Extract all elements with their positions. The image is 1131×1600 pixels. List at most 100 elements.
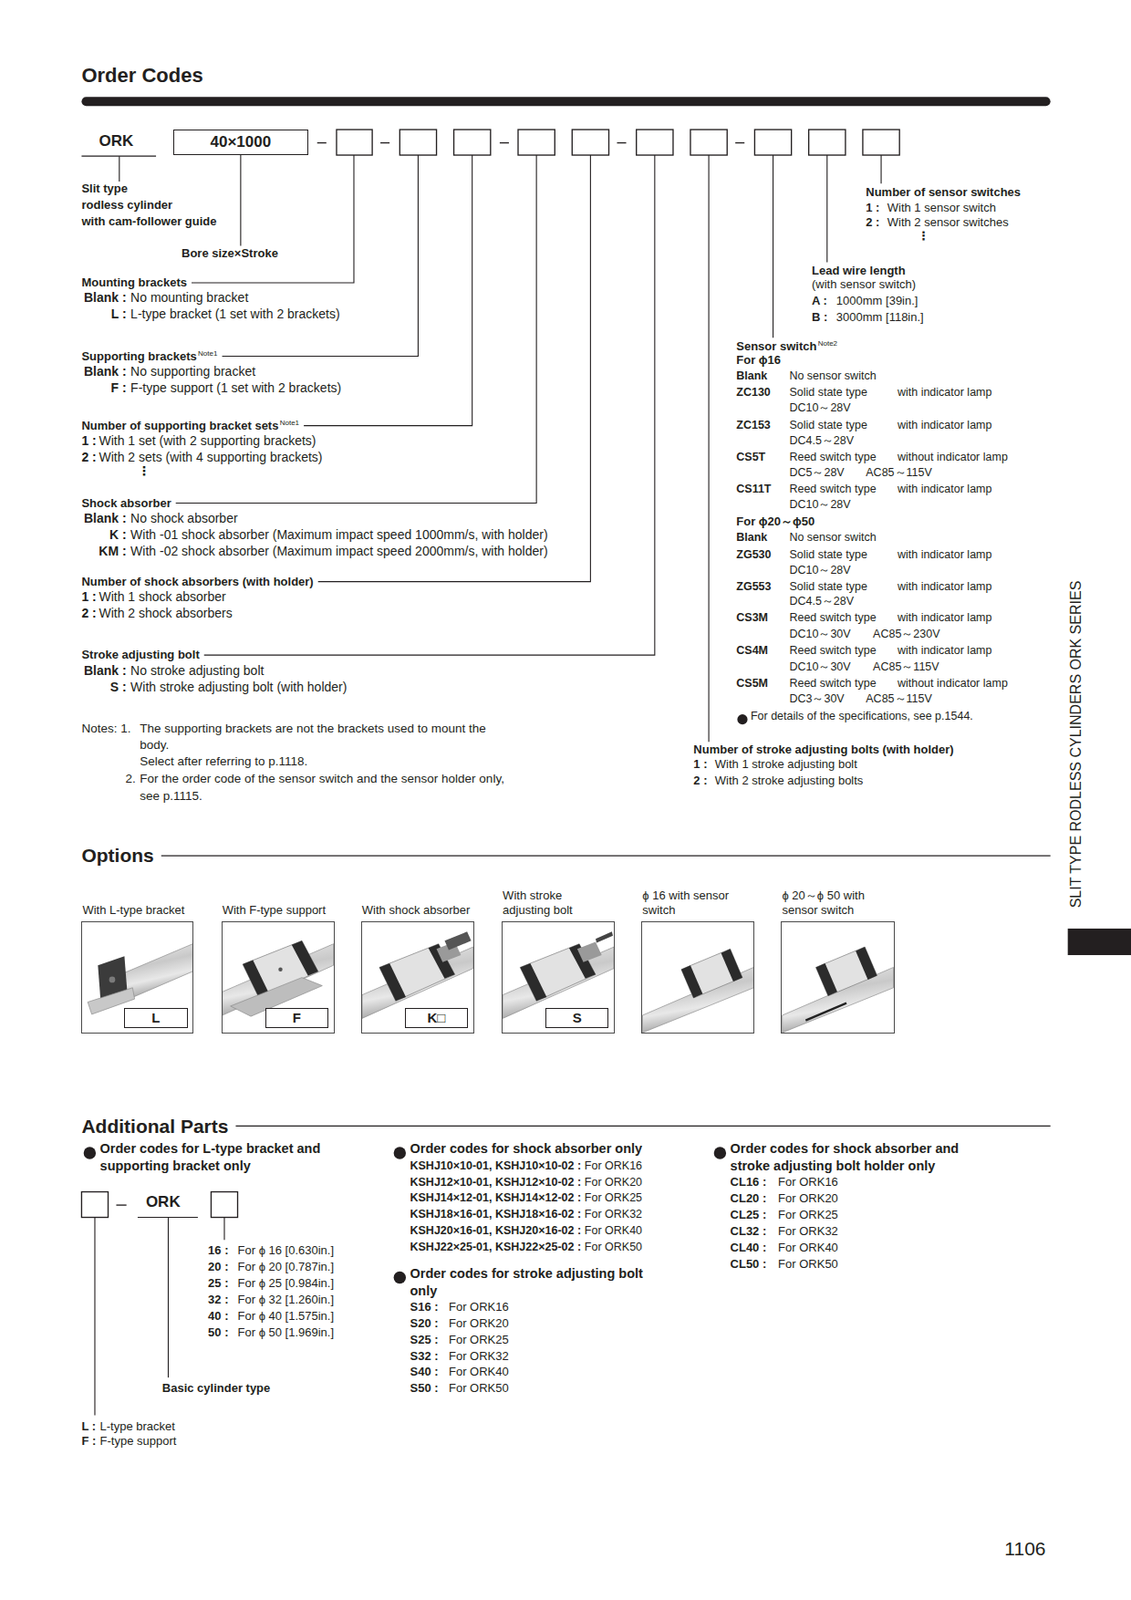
text-row: S50 :For ORK50 xyxy=(409,1380,509,1396)
description-text: Solid state type xyxy=(788,418,898,433)
description-text: body. xyxy=(139,737,169,753)
description-text: DC10～28V xyxy=(788,563,851,578)
text-row: CS4MReed switch typewith indicator lamp xyxy=(736,643,992,658)
description-text: No shock absorber xyxy=(130,510,239,527)
text-row: KM :With -02 shock absorber (Maximum imp… xyxy=(81,543,548,560)
description-text: 3000mm [118in.] xyxy=(836,310,924,325)
text-row: L :L-type bracket (1 set with 2 brackets… xyxy=(81,306,340,322)
product-photo xyxy=(87,931,893,1033)
text-row: For ϕ20～ϕ50 xyxy=(736,514,815,530)
code-dash xyxy=(380,142,390,144)
order-code-box xyxy=(690,129,727,156)
code-label: Number of shock absorbers (with holder) xyxy=(81,574,313,590)
text-row: S20 :For ORK20 xyxy=(409,1316,509,1331)
description-text: For ϕ 50 [1.969in.] xyxy=(238,1325,335,1340)
text-row: ORK xyxy=(145,1193,181,1212)
text-row: A :1000mm [39in.] xyxy=(811,293,918,309)
code-label: Order codes for shock absorber only xyxy=(409,1141,643,1157)
description-text: For ORK20 xyxy=(778,1191,839,1206)
code-label: Order codes for stroke adjusting bolt xyxy=(409,1265,643,1282)
leader-line xyxy=(826,155,828,262)
order-code-box xyxy=(754,129,791,156)
code-label: S32 : xyxy=(409,1348,448,1364)
code-label: S25 : xyxy=(409,1332,448,1348)
text-row: KSHJ18×16-01, KSHJ18×16-02 :For ORK32 xyxy=(409,1207,643,1222)
text-row: Order codes for shock absorber and xyxy=(730,1141,960,1157)
description-text: For ORK20 xyxy=(584,1175,643,1190)
text-row: 25 :For ϕ 25 [0.984in.] xyxy=(207,1276,334,1291)
code-label: 2 : xyxy=(865,215,887,230)
text-row: Stroke adjusting bolt xyxy=(81,647,199,663)
code-label: 2 : xyxy=(81,449,99,466)
description-text: AC85～230V xyxy=(872,627,940,642)
product-photo xyxy=(445,931,472,950)
option-photo-frame: With stroke adjusting boltS xyxy=(501,921,615,1034)
text-row: KSHJ14×12-01, KSHJ14×12-02 :For ORK25 xyxy=(409,1191,643,1205)
product-photo xyxy=(855,946,877,980)
text-row: Bore size×Stroke xyxy=(181,246,279,261)
text-row: For details of the specifications, see p… xyxy=(750,709,974,724)
text-row: DC10～30VAC85～230V xyxy=(788,627,940,642)
leader-line xyxy=(708,155,710,742)
description-text: For ORK50 xyxy=(778,1256,839,1272)
description-text: F-type support xyxy=(100,1433,177,1449)
description-text: With 1 stroke adjusting bolt xyxy=(715,757,858,772)
description-text: The supporting brackets are not the brac… xyxy=(139,721,487,737)
order-code-box xyxy=(809,129,846,156)
description-text: with indicator lamp xyxy=(897,385,993,400)
text-row: supporting bracket only xyxy=(100,1158,251,1174)
code-label: KSHJ14×12-01, KSHJ14×12-02 : xyxy=(409,1191,582,1205)
text-row: K :With -01 shock absorber (Maximum impa… xyxy=(81,527,548,543)
text-row: Number of supporting bracket setsNote1 xyxy=(81,418,300,434)
text-row: L :L-type bracket xyxy=(81,1419,176,1434)
option-code-tag: L xyxy=(124,1007,187,1028)
text-row: 1 :With 1 stroke adjusting bolt xyxy=(693,757,858,772)
description-text: AC85～115V xyxy=(865,466,933,480)
product-photo xyxy=(815,963,837,997)
description-text: No mounting bracket xyxy=(130,290,249,306)
code-dash xyxy=(499,142,509,144)
code-label: 20 : xyxy=(207,1259,238,1275)
code-label: Mounting brackets xyxy=(81,275,187,291)
text-row: S32 :For ORK32 xyxy=(409,1348,509,1364)
code-label: CL40 : xyxy=(730,1240,779,1256)
code-text: S xyxy=(572,1009,582,1027)
code-label: 50 : xyxy=(207,1325,238,1340)
option-caption: With shock absorber xyxy=(362,902,471,923)
code-dash xyxy=(317,142,327,144)
code-label: F : xyxy=(81,380,131,396)
product-photo xyxy=(519,963,547,1001)
code-label: 40 : xyxy=(207,1308,238,1324)
code-label: KSHJ12×10-01, KSHJ12×10-02 : xyxy=(409,1175,582,1190)
code-label: B : xyxy=(811,310,837,325)
description-text: For ORK20 xyxy=(448,1316,509,1331)
leader-line xyxy=(167,1217,169,1379)
description-text: Reed switch type xyxy=(788,482,898,497)
description-text: For ORK40 xyxy=(448,1364,509,1380)
text-row: Order codes for stroke adjusting bolt xyxy=(409,1265,643,1282)
text-row: Order codes for shock absorber only xyxy=(409,1141,643,1157)
leader-line xyxy=(239,155,241,247)
code-label: Blank xyxy=(736,369,789,384)
order-code-box xyxy=(862,129,900,156)
code-label: KSHJ22×25-01, KSHJ22×25-02 : xyxy=(409,1240,582,1255)
description-text: DC4.5～28V xyxy=(788,594,854,609)
note-reference: Note1 xyxy=(197,349,218,359)
note-reference: Note2 xyxy=(818,339,838,349)
code-label: KM : xyxy=(81,543,131,560)
code-label: Number of stroke adjusting bolts (with h… xyxy=(693,742,954,758)
code-label: stroke adjusting bolt holder only xyxy=(730,1158,936,1174)
code-label: For ϕ20～ϕ50 xyxy=(736,514,815,530)
text-row: only xyxy=(409,1283,437,1299)
code-label: CS3M xyxy=(736,611,789,625)
description-text: Reed switch type xyxy=(788,676,898,691)
text-row: body. xyxy=(139,737,169,753)
text-row: ⋮ xyxy=(137,463,151,479)
description-text: DC10～30V xyxy=(788,627,873,642)
code-label: S : xyxy=(81,679,131,696)
order-code-box xyxy=(336,129,373,156)
code-label: KSHJ20×16-01, KSHJ20×16-02 : xyxy=(409,1224,582,1238)
text-row: DC3～30VAC85～115V xyxy=(788,692,932,706)
code-dash xyxy=(735,142,745,144)
code-dash xyxy=(115,143,745,1205)
